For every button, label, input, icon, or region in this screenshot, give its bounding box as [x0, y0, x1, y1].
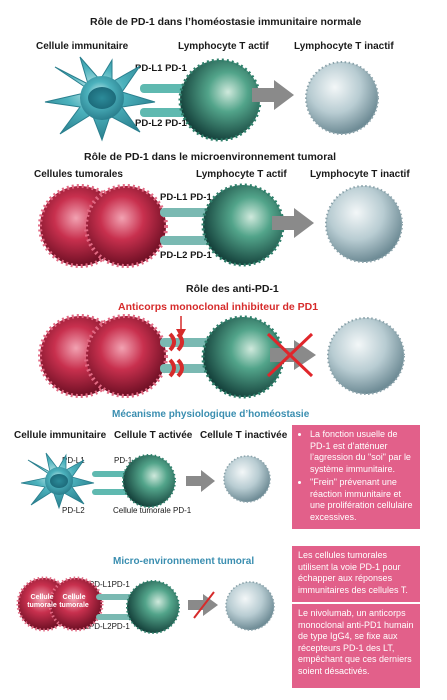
section2-tumor-cells-label: Cellules tumorales: [34, 169, 123, 180]
section1-active-t-label: Lymphocyte T actif: [178, 41, 269, 52]
section5-active-t-cell: [126, 580, 180, 634]
section4-activated-t-label: Cellule T activée: [114, 430, 193, 441]
section2-pdl2-pd1-label: PD-L2 PD-1: [160, 250, 212, 261]
section2-pdl1-pd1-label: PD-L1 PD-1: [160, 192, 212, 203]
section3-tumor-cells: [38, 314, 168, 398]
section5-blocked-arrow: [188, 591, 218, 619]
section2-inactive-t-cell: [325, 185, 403, 263]
section4-active-t-cell: [122, 454, 176, 508]
section5-tumor-cell-label-2: Cellule tumorale: [59, 594, 89, 609]
section4-pd1-label: PD-1: [114, 456, 133, 465]
section4-arrow: [186, 470, 215, 492]
section5-info-box-2: Le nivolumab, un anticorps monoclonal an…: [292, 604, 420, 688]
section2-inactive-t-label: Lymphocyte T inactif: [310, 169, 410, 180]
section1-pdl2-pd1-label: PD-L2 PD-1: [135, 118, 187, 129]
section4-title: Mécanisme physiologique d’homéostasie: [112, 409, 310, 420]
section2-arrow: [272, 208, 314, 238]
section5-title: Micro-environnement tumoral: [113, 556, 255, 567]
section3-antibody-label: Anticorps monoclonal inhibiteur de PD1: [118, 301, 319, 313]
section5-tumor-cells: [16, 576, 104, 632]
section2-tumor-cells: [38, 184, 168, 268]
section5-info-box-1: Les cellules tumorales utilisent la voie…: [292, 546, 420, 602]
section1-inactive-t-cell: [305, 61, 379, 135]
section1-arrow: [252, 80, 294, 110]
section3-inactive-t-cell: [327, 317, 405, 395]
section4-immune-cell-label: Cellule immunitaire: [14, 430, 107, 441]
section5-l2pd-label: L2PD-L2PD-1: [80, 622, 130, 631]
section4-pdl1-label: PD-L1: [62, 456, 85, 465]
section4-info-box: La fonction usuelle de PD-1 est d’atténu…: [292, 425, 420, 529]
section4-bullet-2: "Frein" prévenant une réaction immunitai…: [310, 477, 414, 523]
section1-inactive-t-label: Lymphocyte T inactif: [294, 41, 394, 52]
section1-immune-cell-label: Cellule immunitaire: [36, 41, 129, 52]
section2-title: Rôle de PD-1 dans le microenvironnement …: [84, 151, 337, 163]
section1-title: Rôle de PD-1 dans l’homéostasie immunita…: [90, 16, 362, 28]
section4-receptors: [92, 471, 132, 495]
section1-pdl1-pd1-label: PD-L1 PD-1: [135, 63, 187, 74]
section4-tumor-pd1-label: Cellule tumorale PD-1: [113, 506, 192, 515]
section4-inactive-t-cell: [223, 455, 271, 503]
section4-inactivated-t-label: Cellule T inactivée: [200, 430, 288, 441]
section4-immune-cell: [20, 452, 95, 510]
section5-tumor-cell-label-1: Cellule tumorale: [27, 594, 57, 609]
section4-pdl2-label: PD-L2: [62, 506, 85, 515]
section3-title: Rôle des anti-PD-1: [186, 283, 279, 295]
section5-receptors: [96, 594, 136, 620]
section3-blocked-arrow: [266, 332, 316, 378]
section1-immune-cell: [44, 56, 156, 142]
section2-active-t-label: Lymphocyte T actif: [196, 169, 287, 180]
section5-l1pd-label: L1PD-L1PD-1: [80, 580, 130, 589]
section4-bullet-1: La fonction usuelle de PD-1 est d’atténu…: [310, 429, 414, 475]
section5-inactive-t-cell: [225, 581, 275, 631]
section3-pointer-arrow: [176, 316, 186, 338]
